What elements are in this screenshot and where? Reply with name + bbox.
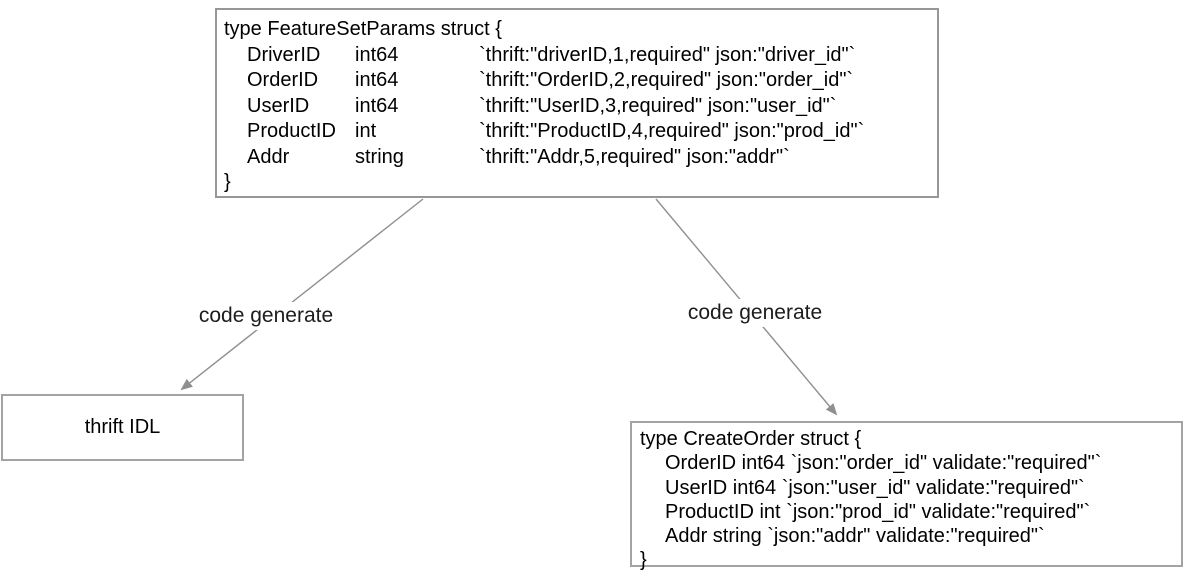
struct-field-row: ProductID int `thrift:"ProductID,4,requi… [217,119,937,145]
field-type: int64 [355,69,399,91]
struct-field-line: Addr string `json:"addr" validate:"requi… [665,525,1045,548]
field-name: DriverID [247,43,321,66]
struct-field-line: UserID int64 `json:"user_id" validate:"r… [665,476,1085,499]
struct-footer: } [640,549,647,572]
field-tag: `thrift:"Addr,5,required" json:"addr"` [479,145,790,168]
arrow-label-code-generate-right: code generate [679,299,831,327]
arrow-label-code-generate-left: code generate [190,302,342,330]
field-tag: `thrift:"driverID,1,required" json:"driv… [479,43,856,66]
field-name: OrderID [247,69,319,91]
struct-field-line: OrderID int64 `json:"order_id" validate:… [665,452,1102,475]
field-tag: `thrift:"ProductID,4,required" json:"pro… [479,120,865,142]
arrow-to-thrift-idl [180,198,424,391]
featureset-struct-box: type FeatureSetParams struct { DriverID … [215,8,939,198]
field-type: int64 [355,94,399,117]
struct-field-row: UserID int64 `thrift:"UserID,3,required"… [217,94,937,120]
struct-field-row: OrderID int64 `thrift:"OrderID,2,require… [217,68,937,94]
struct-field-row: Addr string `thrift:"Addr,5,required" js… [217,145,937,171]
field-name: ProductID [247,120,336,142]
createorder-struct-box: type CreateOrder struct { OrderID int64 … [630,421,1183,571]
struct-footer: } [224,171,231,193]
struct-field-row: DriverID int64 `thrift:"driverID,1,requi… [217,43,937,69]
thrift-idl-label: thrift IDL [84,416,161,438]
field-type: string [355,145,404,168]
field-type: int [355,120,377,142]
struct-header: type FeatureSetParams struct { [224,18,502,40]
field-tag: `thrift:"OrderID,2,required" json:"order… [479,69,854,91]
thrift-idl-box: thrift IDL [1,394,244,461]
field-type: int64 [355,43,399,66]
struct-header: type CreateOrder struct { [640,428,862,450]
field-name: Addr [247,145,290,168]
field-tag: `thrift:"UserID,3,required" json:"user_i… [479,94,837,117]
field-name: UserID [247,94,310,117]
struct-field-line: ProductID int `json:"prod_id" validate:"… [665,500,1091,523]
